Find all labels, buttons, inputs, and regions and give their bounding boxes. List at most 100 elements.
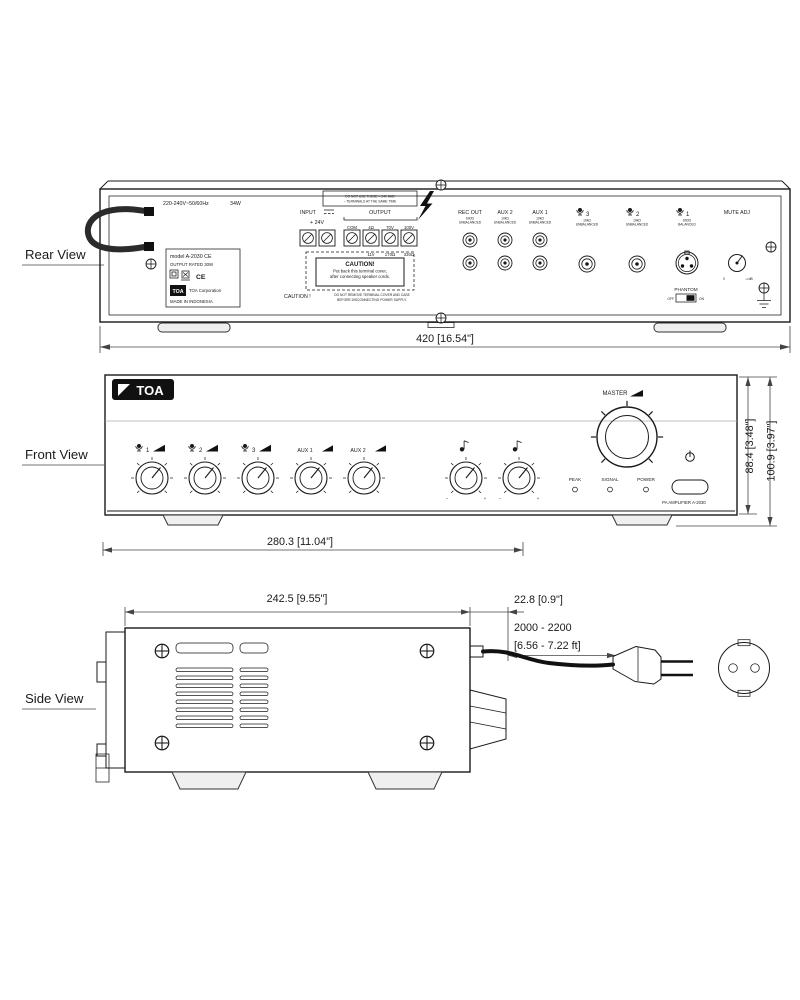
cover-dim-text: 22.8 [0.9"] — [514, 594, 563, 606]
screw-icon — [154, 643, 170, 659]
toa-logo-small-text: TOA — [172, 289, 183, 295]
power-button — [671, 479, 709, 495]
caution-line-1: Put back this terminal cover, — [333, 269, 387, 274]
phantom-off-label: OFF — [667, 297, 674, 301]
aux1-sub1: 10kΩ — [536, 217, 544, 221]
mute-adj-label: MUTE ADJ — [724, 210, 751, 216]
output-bracket — [343, 217, 418, 221]
ce-mark-text: CE — [196, 274, 206, 281]
rear-caution-cover: CAUTION! Put back this terminal cover, a… — [305, 251, 415, 291]
screw-terminal — [362, 229, 380, 247]
ground-terminal — [757, 282, 771, 308]
caution-note-2: BEFORE DISCONNECTING POWER SUPPLY. — [337, 298, 407, 302]
knob-treble — [502, 461, 536, 495]
bass-note-icon — [459, 440, 470, 452]
tone-plus-label: + — [537, 496, 540, 501]
rear-rating-plate: model A-2030 CE OUTPUT RATED 30W CE TOA … — [165, 248, 241, 308]
lightning-bolt-icon — [418, 191, 434, 220]
knob-mic-2 — [188, 461, 222, 495]
knob-bass — [449, 461, 483, 495]
aux2-sub2: UNBALANCED — [494, 221, 517, 225]
rec-out-sub2: UNBALANCED — [459, 221, 482, 225]
phantom-slide-switch — [675, 293, 697, 303]
plate-model-text: model A-2030 CE — [170, 254, 212, 260]
dc-symbol-icon — [324, 209, 334, 214]
side-foot — [367, 771, 443, 790]
output-label: OUTPUT — [369, 210, 392, 216]
plug-body — [612, 646, 693, 685]
caution-note-1: DO NOT REMOVE TERMINAL COVER AND CASE — [334, 293, 410, 297]
mic1-num: 1 — [686, 212, 690, 218]
knob-label-aux2: AUX 2 — [350, 448, 365, 454]
front-panel — [104, 374, 738, 516]
front-view: TOA MASTER 1 2 3 AUX 1 AUX 2 − + − — [102, 374, 778, 556]
plug-pin-hole — [750, 663, 760, 673]
knob-aux-1 — [294, 461, 328, 495]
rca-jack — [462, 232, 478, 248]
volume-triangle-icon — [206, 444, 218, 452]
double-insulation-inner-icon — [171, 271, 177, 277]
feet-width-dim-text: 280.3 [11.04"] — [267, 536, 333, 548]
treble-note-icon — [512, 440, 522, 452]
tone-plus-label: + — [484, 496, 487, 501]
terminal-label-com: COM — [347, 225, 357, 230]
rear-power-cord — [84, 206, 154, 253]
mute-max-label: -∞dB — [745, 277, 753, 281]
screw-icon — [154, 735, 170, 751]
side-view: 242.5 [9.55"] 22.8 [0.9"] 2000 - 2200 [6… — [95, 593, 770, 790]
input-knobs: 1 2 3 AUX 1 AUX 2 — [130, 443, 386, 495]
front-model-label: PA AMPLIFIER A-2030 — [662, 500, 706, 505]
knob-aux-2 — [347, 461, 381, 495]
total-height-dim-text: 100.9 [3.97"] — [766, 421, 778, 482]
mic-icon — [188, 443, 196, 452]
aux2-sub1: 10kΩ — [501, 217, 509, 221]
front-height-dimensions: 88.4 [3.48"] 100.9 [3.97"] — [676, 376, 778, 527]
rca-jack — [532, 232, 548, 248]
indicator-leds: PEAK SIGNAL POWER — [569, 477, 655, 493]
screw-icon — [419, 643, 435, 659]
volume-triangle-icon — [259, 444, 271, 452]
rear-rca-jacks: REC OUT 600Ω UNBALANCED AUX 2 10kΩ UNBAL… — [458, 210, 552, 271]
terminal-label-4ohm: 4Ω — [368, 225, 374, 230]
rear-terminal-block: INPUT + 24V OUTPUT COM 4Ω 70V 100V 11V 1… — [299, 209, 418, 257]
plug-pin-hole — [728, 663, 738, 673]
screw-icon — [435, 179, 447, 191]
mic-icon — [626, 207, 634, 216]
panel-height-dim-text: 88.4 [3.48"] — [744, 419, 756, 474]
view-labels: Rear View Front View Side View — [22, 247, 104, 710]
side-front-panel-profile — [95, 631, 126, 783]
xlr-jack — [675, 250, 699, 275]
side-terminal-cover — [469, 689, 507, 750]
master-control: MASTER — [590, 390, 664, 468]
master-label: MASTER — [602, 391, 628, 397]
mic1-sub1: 600Ω — [683, 219, 692, 223]
volume-triangle-icon — [375, 445, 386, 452]
terminal-sub-330: 330Ω — [404, 252, 415, 257]
master-knob — [596, 406, 658, 468]
rear-width-dimension: 420 [16.54"] — [99, 326, 791, 353]
mic2-sub2: UNBALANCED — [626, 223, 649, 227]
knob-mic-1 — [135, 461, 169, 495]
toa-logo: TOA — [112, 379, 174, 400]
depth-dim-text: 242.5 [9.55"] — [267, 593, 328, 605]
signal-led — [607, 486, 613, 493]
phantom-label: PHANTOM — [674, 287, 697, 292]
warning-line-1: DO NOT USE THESE = 24V AND — [345, 195, 395, 199]
mic3-sub1: 10kΩ — [583, 219, 591, 223]
tone-controls: − + − + — [444, 440, 541, 501]
input-label: INPUT — [300, 210, 317, 216]
knob-label-aux1: AUX 1 — [297, 448, 312, 454]
terminal-label-70v: 70V — [386, 225, 394, 230]
front-foot — [611, 514, 673, 526]
side-foot — [171, 771, 247, 790]
cord-length-ft-text: [6.56 - 7.22 ft] — [514, 640, 581, 652]
mic-icon — [241, 443, 249, 452]
screw-icon — [145, 258, 157, 270]
screw-terminal — [381, 229, 399, 247]
volume-triangle-icon — [322, 445, 333, 452]
weee-bin-icon — [181, 270, 190, 281]
terminal-label-100v: 100V — [404, 225, 414, 230]
power-spec-text: 220-240V~50/60Hz — [163, 201, 209, 207]
peak-led — [572, 486, 578, 493]
